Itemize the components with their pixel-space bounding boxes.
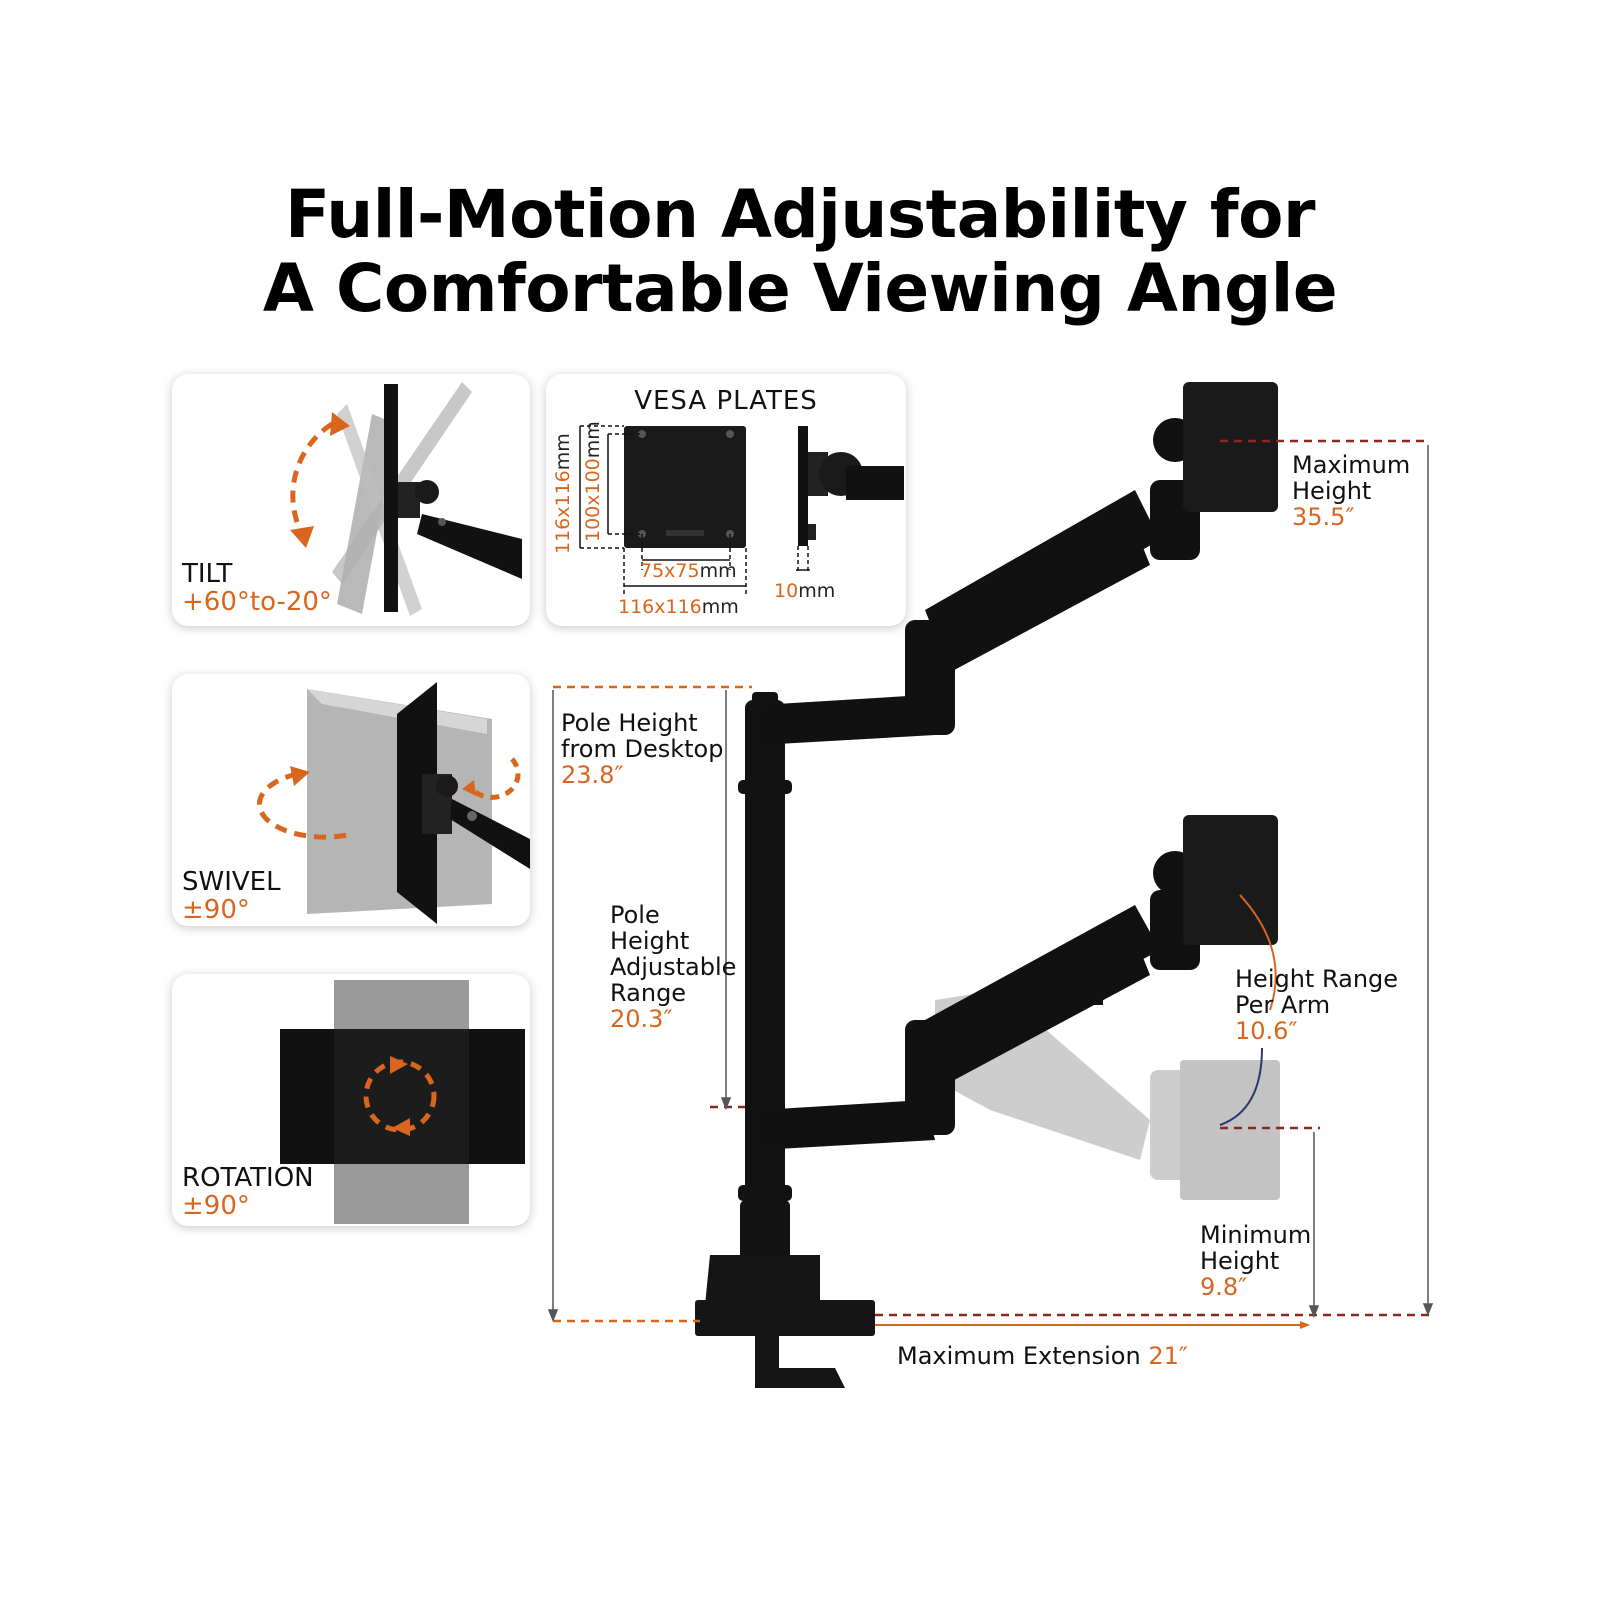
tilt-illustration <box>290 382 522 616</box>
rotation-label: ROTATION <box>182 1163 314 1193</box>
tilt-panel: TILT +60°to-20° <box>172 374 530 626</box>
measurement-lines <box>553 439 1430 1323</box>
title-line-1: Full-Motion Adjustability for <box>285 176 1316 253</box>
page-title: Full-Motion Adjustability for A Comforta… <box>0 178 1600 326</box>
pole-adjustable-annotation: Pole Height Adjustable Range 20.3″ <box>610 901 737 1033</box>
vesa-h-large-dim: 116x116mm <box>618 596 739 618</box>
rotation-illustration <box>280 980 525 1224</box>
vesa-title: VESA PLATES <box>634 386 818 416</box>
vesa-panel: VESA PLATES <box>546 374 906 626</box>
min-height-annotation: Minimum Height 9.8″ <box>1200 1221 1312 1301</box>
title-line-2: A Comfortable Viewing Angle <box>262 250 1338 327</box>
upper-arm <box>760 382 1278 745</box>
rotation-value: ±90° <box>182 1191 250 1221</box>
vesa-h-small-dim: 75x75mm <box>640 560 737 582</box>
swivel-label: SWIVEL <box>182 867 281 897</box>
height-range-annotation: Height Range Per Arm 10.6″ <box>1235 965 1399 1045</box>
tilt-value: +60°to-20° <box>182 587 332 617</box>
swivel-panel: SWIVEL ±90° <box>172 674 530 926</box>
swivel-illustration <box>256 682 530 924</box>
tilt-label: TILT <box>182 559 233 589</box>
measurement-arrows <box>547 445 1434 1329</box>
rotation-panel: ROTATION ±90° <box>172 974 530 1226</box>
desk-clamp <box>695 1255 875 1388</box>
vesa-thickness-dim: 10mm <box>774 580 836 602</box>
pole-height-annotation: Pole Height from Desktop 23.8″ <box>561 709 724 789</box>
pole <box>738 692 792 1260</box>
swivel-value: ±90° <box>182 895 250 925</box>
vesa-illustration <box>579 425 904 596</box>
max-extension-annotation: Maximum Extension 21″ <box>897 1342 1188 1370</box>
max-height-annotation: Maximum Height 35.5″ <box>1292 451 1411 531</box>
